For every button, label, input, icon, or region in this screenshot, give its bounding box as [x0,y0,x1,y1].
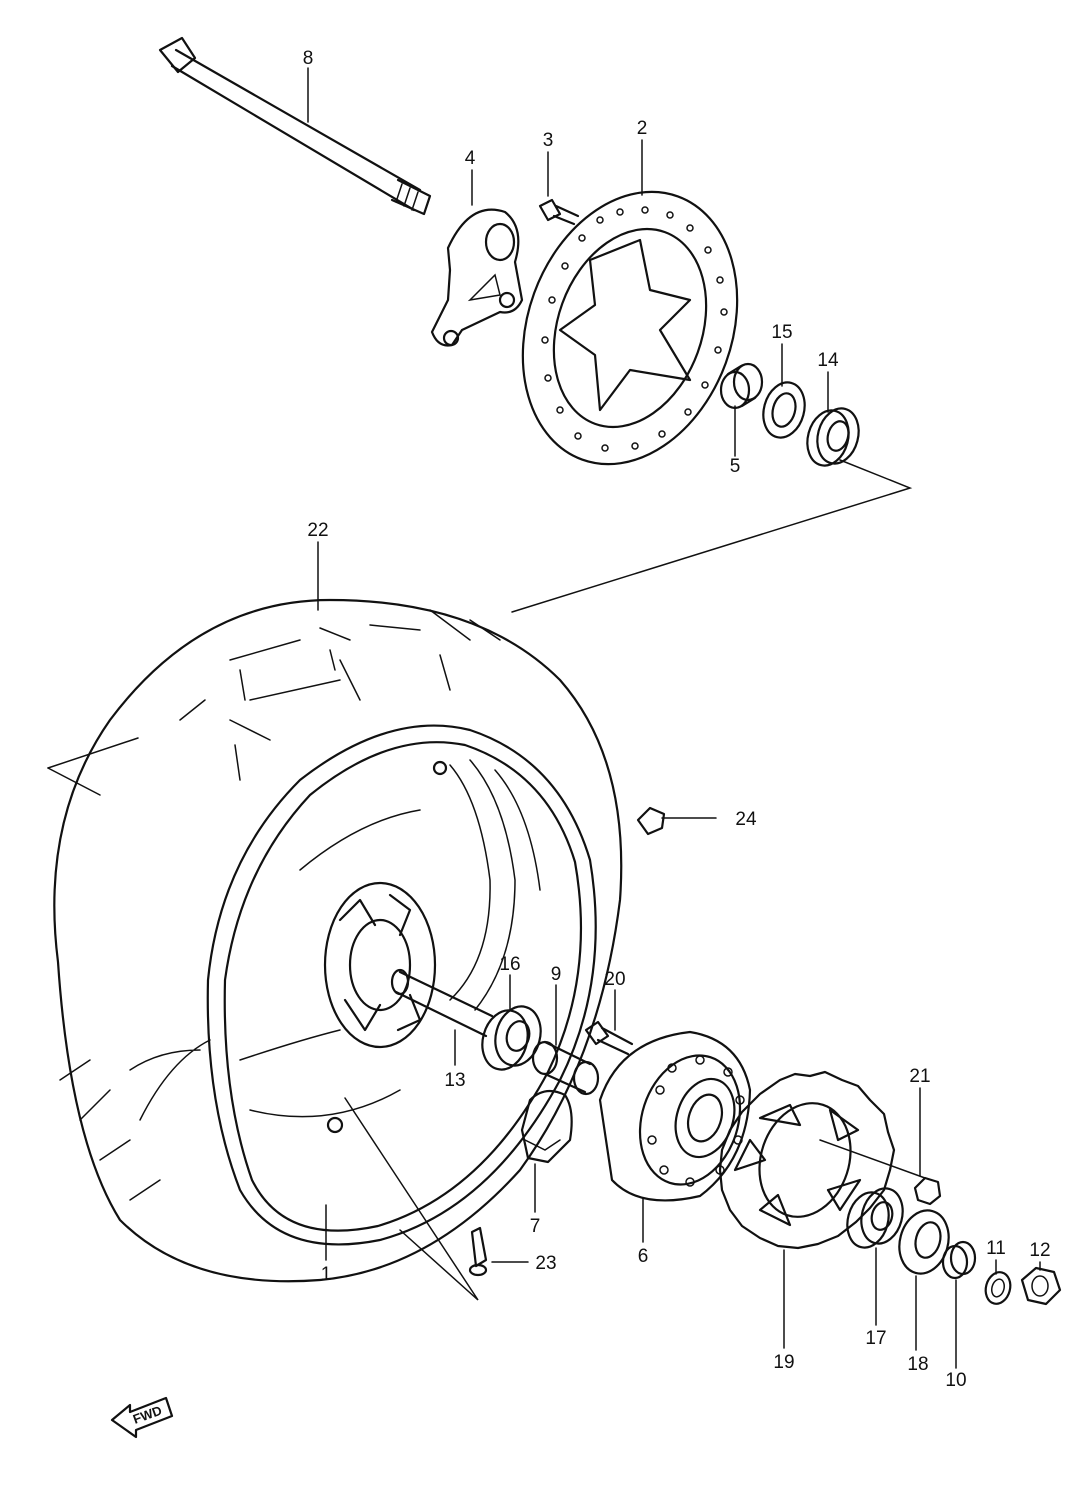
spacer-part-13 [390,968,494,1038]
sprocket-drum-part-6 [598,1030,752,1202]
callout-2: 2 [637,118,648,139]
collar-part-5 [719,362,764,410]
sprocket-part-19 [718,1070,896,1250]
damper-part-7 [520,1089,573,1164]
callout-12: 12 [1029,1240,1050,1261]
callout-6: 6 [638,1246,649,1267]
nut-part-21 [819,1139,942,1206]
callout-15: 15 [771,322,792,343]
callout-1: 1 [321,1264,332,1285]
axle-nut-part-12 [1020,1266,1062,1306]
callout-21: 21 [909,1066,930,1087]
callout-labels: 8 4 3 2 15 14 5 22 24 16 9 20 13 7 6 21 … [303,48,1051,1391]
callout-9: 9 [551,964,562,985]
callout-5: 5 [730,456,741,477]
oil-seal-part-18 [898,1209,950,1275]
callout-22: 22 [307,520,328,541]
callout-18: 18 [907,1354,928,1375]
bearing-part-17 [846,1187,904,1249]
callout-3: 3 [543,130,554,151]
rear-wheel-part-1 [53,598,623,1283]
bearing-part-16 [481,1005,542,1071]
balancer-part-24 [636,806,717,836]
caliper-bracket-part-4 [430,208,524,347]
valve-part-23 [344,1097,488,1301]
callout-7: 7 [530,1216,541,1237]
disc-holes [541,206,728,452]
stud-bolt-part-20 [584,1020,634,1056]
leader-lines [307,67,1041,1369]
callout-8: 8 [303,48,314,69]
callout-4: 4 [465,148,476,169]
collar-part-10 [941,1240,977,1280]
bearing-part-14 [806,407,860,467]
disc-bolt-part-3 [538,198,580,226]
callout-19: 19 [773,1352,794,1373]
callout-24: 24 [735,809,757,830]
callout-23: 23 [535,1253,556,1274]
spacer-part-9 [531,1040,600,1096]
washer-part-11 [984,1271,1012,1305]
fwd-badge-text: FWD [131,1403,164,1427]
axle-part-8 [158,36,432,216]
callout-17: 17 [865,1328,886,1349]
tire-part-22 [59,609,501,1201]
callout-13: 13 [444,1070,465,1091]
callout-14: 14 [817,350,839,371]
oil-seal-part-15 [762,381,806,439]
brake-disc-part-2 [521,190,739,466]
callout-16: 16 [499,954,520,975]
callout-11: 11 [986,1238,1006,1259]
callout-20: 20 [604,969,625,990]
fwd-direction-badge: FWD [110,1396,174,1439]
callout-10: 10 [945,1370,966,1391]
